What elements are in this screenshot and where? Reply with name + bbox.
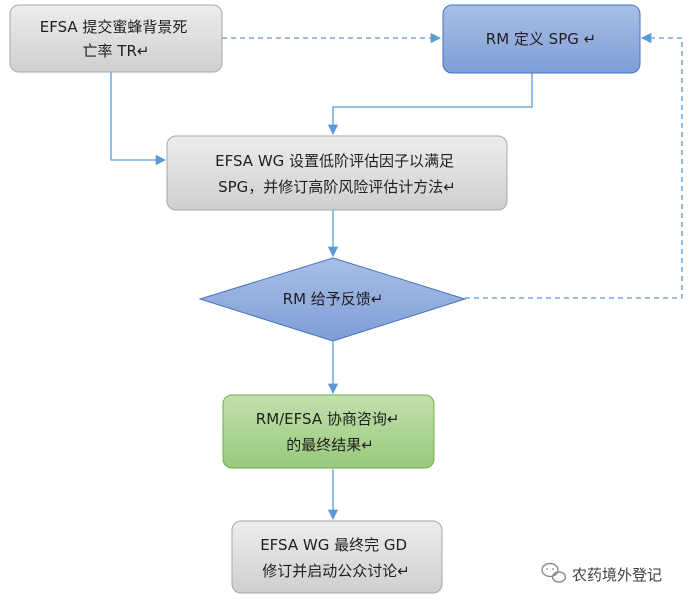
connectors [110,32,683,521]
svg-text:EFSA WG 设置低阶评估因子以满足 SPG，: EFSA WG 设置低阶评估因子以满足 SPG，并修订高阶风险评估计方法↵ [215,152,459,196]
node-wg-set-line-2: SPG，并修订高阶风险评估计方法↵ [218,178,456,196]
node-consult: RM/EFSA 协商咨询↵ 的最终结果↵ [222,394,435,469]
node-spg-line-1: RM 定义 SPG ↵ [486,30,596,48]
node-final-line-1: EFSA WG 最终完 GD [260,536,407,554]
node-spg: RM 定义 SPG ↵ [442,4,641,74]
node-final: EFSA WG 最终完 GD 修订并启动公众讨论↵ [231,520,443,594]
svg-text:EFSA WG 最终完 GD 修订并启动公众讨: EFSA WG 最终完 GD 修订并启动公众讨论↵ [260,536,412,580]
watermark: 农药境外登记 [541,562,662,584]
node-consult-line-1: RM/EFSA 协商咨询↵ [256,410,400,428]
wechat-icon [541,562,567,583]
node-wg-set-line-1: EFSA WG 设置低阶评估因子以满足 [215,152,454,170]
node-consult-line-2: 的最终结果↵ [286,436,374,454]
node-feedback-line-1: RM 给予反馈↵ [283,290,384,308]
node-tr-line-2: 亡率 TR↵ [83,42,150,60]
node-wg-set: EFSA WG 设置低阶评估因子以满足 SPG，并修订高阶风险评估计方法↵ [166,135,508,211]
watermark-text: 农药境外登记 [572,566,662,584]
svg-text:RM/EFSA 协商咨询↵ 的最终结果↵: RM/EFSA 协商咨询↵ 的最终结果↵ [256,410,404,454]
node-tr-line-1: EFSA 提交蜜蜂背景死 [40,18,188,36]
connector-tr-to-wg [110,72,167,166]
connector-feedback-to-spg [465,32,683,299]
svg-text:EFSA 提交蜜蜂背景死 亡率 TR↵: EFSA 提交蜜蜂背景死 亡率 TR↵ [40,18,192,60]
svg-text:RM 给予反馈↵: RM 给予反馈↵ [283,290,384,308]
connector-spg-to-wg [327,73,533,136]
node-tr: EFSA 提交蜜蜂背景死 亡率 TR↵ [9,4,223,73]
svg-text:RM 定义 SPG ↵: RM 定义 SPG ↵ [486,30,596,48]
node-feedback: RM 给予反馈↵ [198,257,467,342]
node-final-line-2: 修订并启动公众讨论↵ [262,562,410,580]
